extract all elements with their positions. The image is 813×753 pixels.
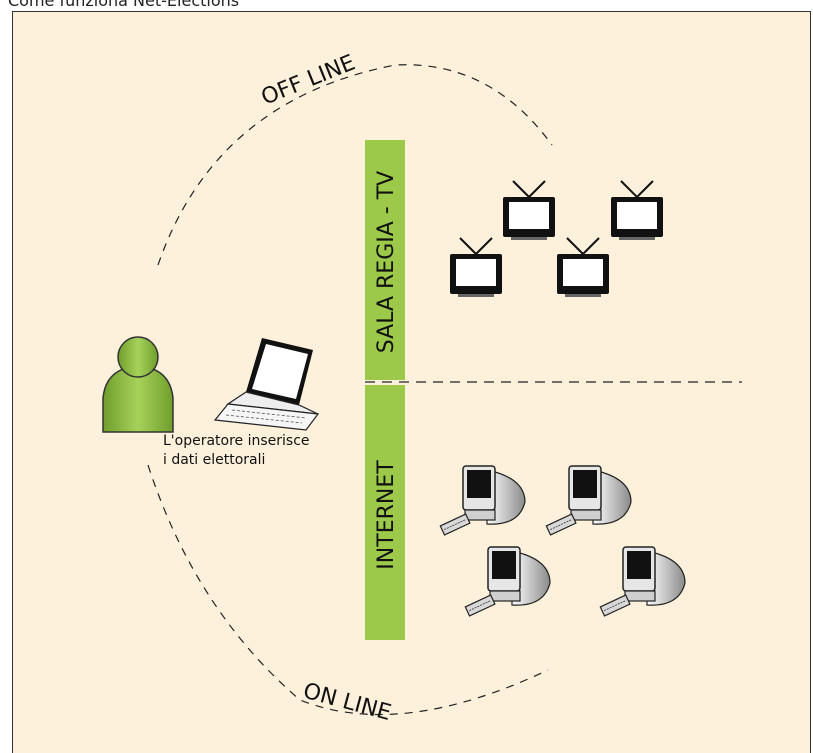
offline-arc [157,64,553,266]
laptop-icon [213,338,320,431]
tv-section-label: SALA REGIA - TV [374,171,399,353]
person-icon [102,336,174,433]
desktop-computer-icon [599,546,686,617]
television-icon [449,237,503,298]
online-label: ON LINE [300,679,393,726]
television-icon [610,180,664,241]
diagram-title: Come funziona Net-Elections [8,0,240,10]
operator-caption-line2: i dati elettorali [163,452,266,468]
desktop-computer-icon [545,465,632,536]
desktop-computer-icon [439,465,526,536]
operator-caption: L'operatore inserisce i dati elettorali [163,432,310,470]
internet-section-label: INTERNET [374,460,399,570]
internet-section-bar [365,385,405,640]
television-icon [556,237,610,298]
desktop-computer-icon [464,546,551,617]
online-arc [147,464,549,716]
tv-section-bar [365,140,405,380]
television-icon [502,180,556,241]
offline-label: OFF LINE [258,50,359,110]
operator-caption-line1: L'operatore inserisce [163,433,310,449]
